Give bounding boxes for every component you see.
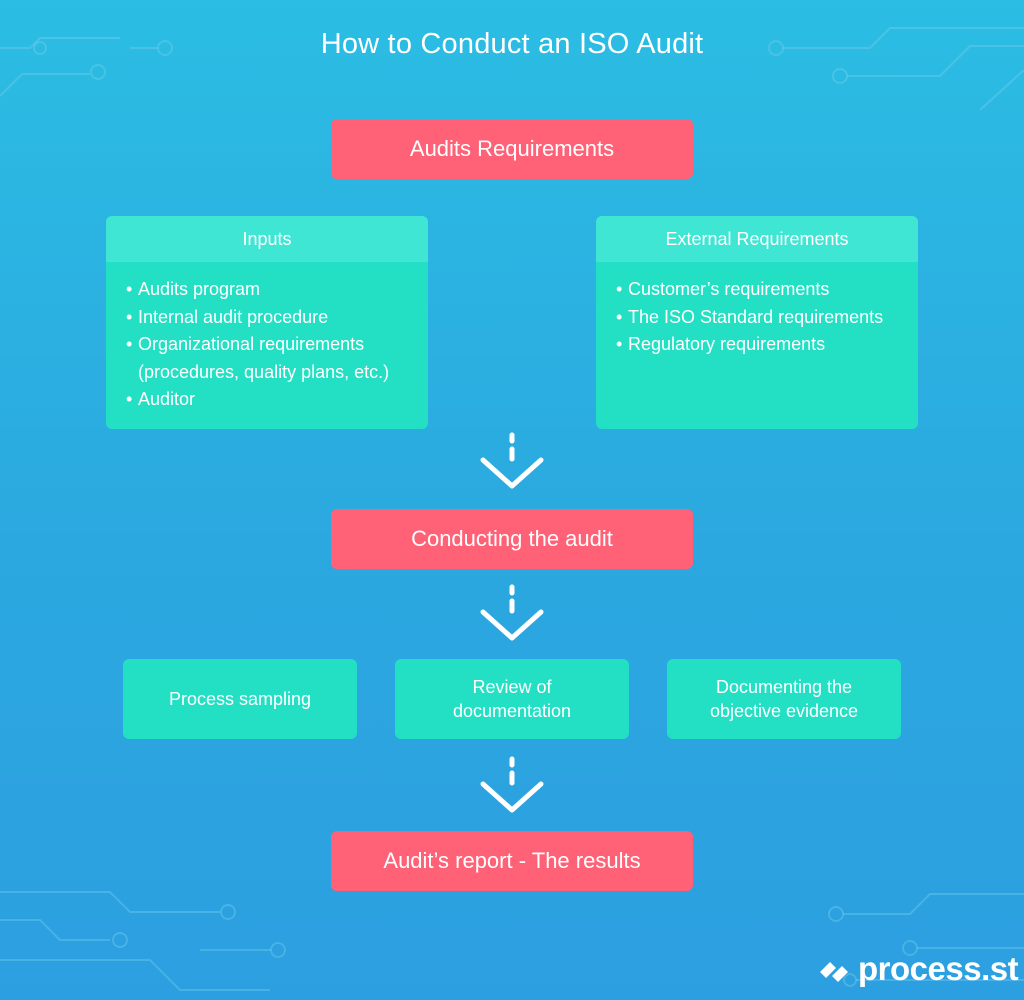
brand-logo: process.st	[818, 949, 1019, 989]
external-requirements-item: The ISO Standard requirements	[616, 304, 900, 332]
review-documentation-box: Review of documentation	[395, 659, 629, 739]
audit-requirements-box: Audits Requirements	[331, 119, 693, 179]
page-title: How to Conduct an ISO Audit	[320, 28, 704, 60]
inputs-list-item: Internal audit procedure	[126, 304, 410, 332]
inputs-list-item: Organizational requirements (procedures,…	[126, 331, 410, 386]
conducting-audit-box: Conducting the audit	[331, 509, 693, 569]
inputs-panel: Inputs Audits program Internal audit pro…	[106, 216, 428, 429]
inputs-list-item: Audits program	[126, 276, 410, 304]
external-requirements-heading: External Requirements	[596, 216, 918, 262]
audit-report-box: Audit’s report - The results	[331, 831, 693, 891]
process-sampling-box: Process sampling	[123, 659, 357, 739]
arrow-down-icon	[480, 432, 544, 489]
external-requirements-item: Customer’s requirements	[616, 276, 900, 304]
brand-name: process.st	[858, 950, 1019, 987]
documenting-evidence-box: Documenting the objective evidence	[667, 659, 901, 739]
inputs-list-item: Auditor	[126, 386, 410, 414]
external-requirements-item: Regulatory requirements	[616, 331, 900, 359]
arrow-down-icon	[480, 584, 544, 641]
external-requirements-panel: External Requirements Customer’s require…	[596, 216, 918, 429]
external-requirements-list: Customer’s requirements The ISO Standard…	[596, 276, 918, 359]
process-st-logo-icon	[820, 962, 848, 982]
inputs-list: Audits program Internal audit procedure …	[106, 276, 428, 414]
circuit-decoration-bottom-left	[0, 891, 286, 991]
inputs-panel-heading: Inputs	[106, 216, 428, 262]
arrow-down-icon	[480, 756, 544, 813]
